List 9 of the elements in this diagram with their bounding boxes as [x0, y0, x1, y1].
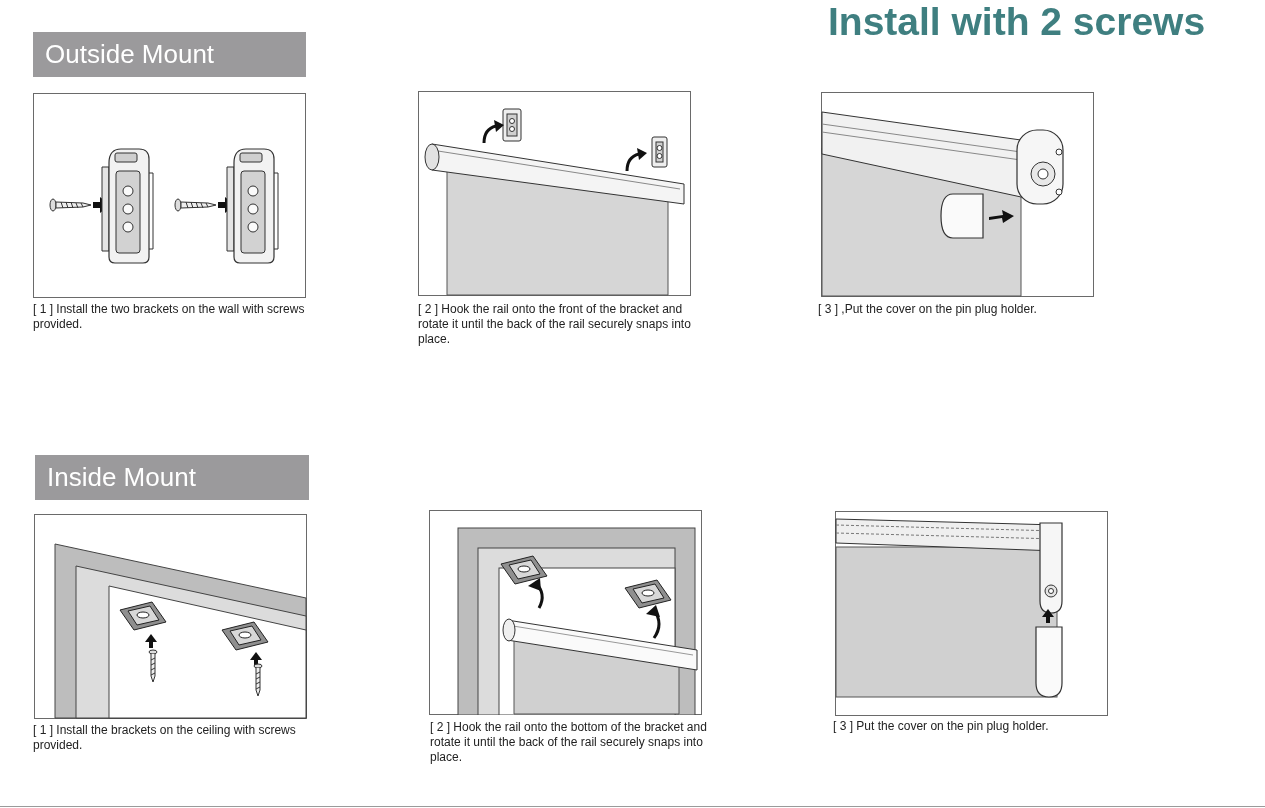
- section-heading: Inside Mount: [35, 455, 309, 500]
- step-caption: [ 2 ] Hook the rail onto the front of the bracket and rotate it until the back of the rail securely snaps into place.: [418, 302, 692, 347]
- page-title: Install with 2 screws: [828, 1, 1206, 43]
- step-caption: [ 1 ] Install the brackets on the ceiling with screws provided.: [33, 723, 297, 753]
- step-caption: [ 1 ] Install the two brackets on the wall with screws provided.: [33, 302, 306, 332]
- section-heading: Outside Mount: [33, 32, 306, 77]
- step-caption: [ 3 ] ,Put the cover on the pin plug holder.: [818, 302, 1038, 317]
- step-caption: [ 3 ] Put the cover on the pin plug holder.: [833, 719, 1050, 734]
- step-caption: [ 2 ] Hook the rail onto the bottom of the bracket and rotate it until the back of the rail securely snaps into place.: [430, 720, 708, 765]
